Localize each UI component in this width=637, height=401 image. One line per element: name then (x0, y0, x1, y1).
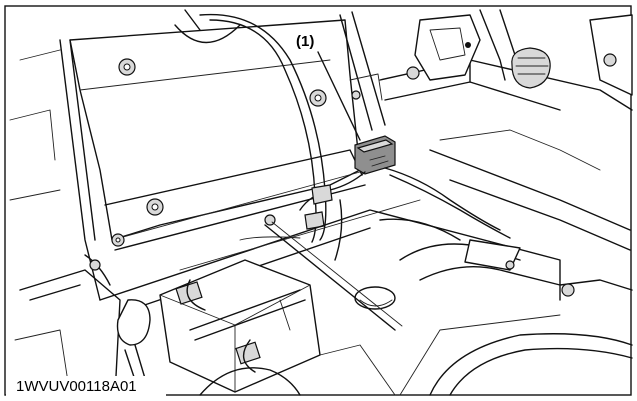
bolt-icon (118, 58, 136, 76)
connector-part (354, 135, 396, 175)
cap-icon (511, 47, 551, 89)
bolt-icon (111, 233, 125, 247)
drawing-linework (9, 9, 633, 396)
battery-part (159, 259, 321, 393)
bolt-icon (146, 198, 164, 216)
callout-label: (1) (296, 33, 314, 50)
bolt-icon (309, 89, 327, 107)
figure-code: 1WVUV00118A01 (16, 378, 137, 395)
